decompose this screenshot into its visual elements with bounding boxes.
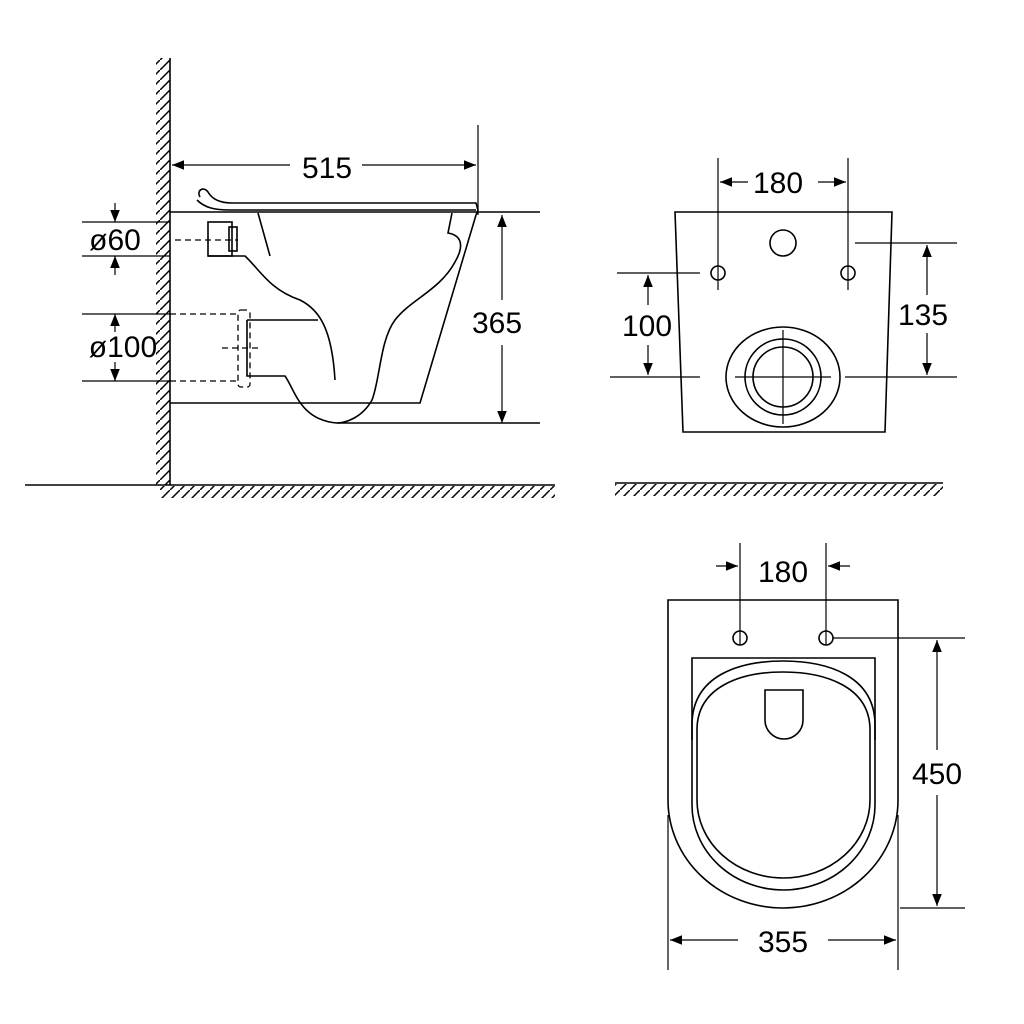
outlet-ring [725, 326, 841, 428]
toilet-back-outline [674, 211, 893, 433]
dimension-label-515: 515 [302, 152, 352, 185]
wall-hatching [156, 58, 170, 485]
flush-plate [764, 689, 804, 740]
toilet-top-outline [667, 599, 899, 909]
dimension-inlet-diameter: ø60 [82, 203, 170, 275]
dimension-label-100: 100 [622, 310, 672, 343]
dimension-label-180: 180 [753, 167, 803, 200]
dimension-label-365: 365 [472, 307, 522, 340]
dimension-label-inlet: ø60 [89, 224, 141, 257]
dimension-180-top: 180 [716, 543, 850, 645]
front-view: 180 100 135 [610, 158, 957, 496]
dimension-450: 450 [833, 637, 965, 909]
toilet-side-profile [170, 188, 540, 424]
seat-hinge-area [691, 657, 876, 740]
dimension-355: 355 [667, 815, 899, 970]
dimension-180-front: 180 [717, 158, 849, 290]
dimension-515: 515 [172, 125, 479, 215]
top-view: 180 450 355 [667, 543, 965, 970]
side-view: 515 365 ø60 ø100 [25, 58, 555, 498]
floor-hatching [615, 484, 943, 496]
dimension-label-180-top: 180 [758, 556, 808, 589]
dimension-outlet-diameter: ø100 [82, 313, 170, 382]
dimension-100: 100 [610, 272, 700, 378]
dimension-365: 365 [472, 215, 522, 423]
dimension-135: 135 [845, 242, 957, 378]
inlet-hole [769, 229, 797, 257]
floor-hatching [160, 486, 555, 498]
dimension-label-355: 355 [758, 926, 808, 959]
seat-outline [691, 660, 876, 891]
dimension-label-135: 135 [898, 299, 948, 332]
lid-outline [696, 671, 871, 879]
dimension-label-450: 450 [912, 758, 962, 791]
dimension-label-outlet: ø100 [89, 331, 157, 364]
